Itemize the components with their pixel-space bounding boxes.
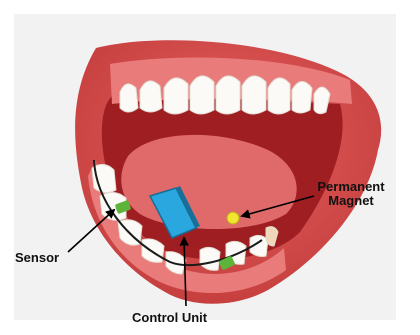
sensor-label: Sensor [15, 251, 59, 265]
permanent-magnet-label: Permanent Magnet [303, 180, 399, 208]
permanent-magnet-label-line1: Permanent [303, 180, 399, 194]
control-unit-label: Control Unit [132, 311, 207, 325]
permanent-magnet-label-line2: Magnet [303, 194, 399, 208]
magnet-icon [227, 212, 239, 224]
